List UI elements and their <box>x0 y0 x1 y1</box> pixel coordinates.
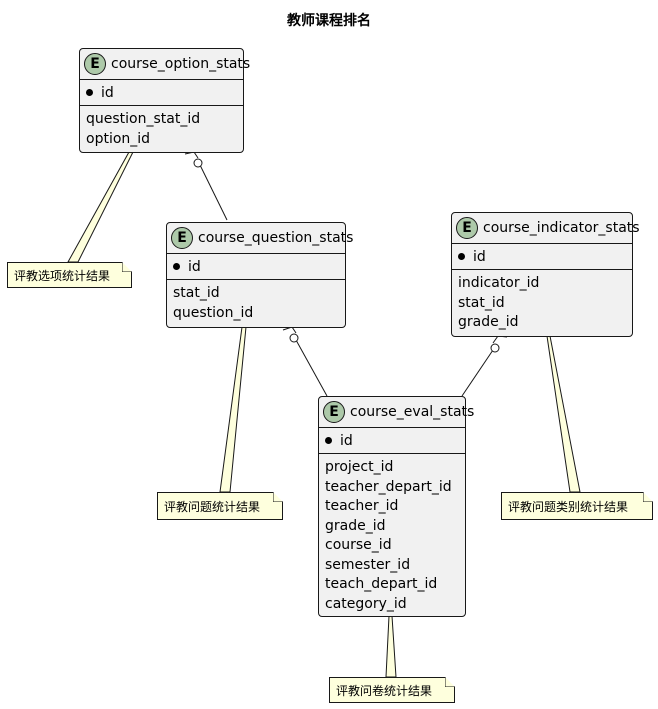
diagram-title: 教师课程排名 <box>287 13 371 29</box>
entity-field: semester_id <box>325 556 411 573</box>
key-bullet-icon <box>458 253 465 260</box>
pk-field: id <box>473 248 486 265</box>
entity-badge-icon: E <box>171 227 193 249</box>
entity-field: category_id <box>325 595 407 612</box>
note-fold-icon <box>273 492 283 502</box>
note-connector-eval <box>385 615 397 678</box>
key-bullet-icon <box>173 263 180 270</box>
pk-field: id <box>340 432 353 449</box>
key-bullet-icon <box>325 437 332 444</box>
relation-indicator-eval <box>461 349 494 397</box>
entity-field: teacher_depart_id <box>325 478 452 495</box>
relation-question-eval <box>295 339 328 397</box>
key-bullet-icon <box>86 89 93 96</box>
entity-field: stat_id <box>458 294 505 311</box>
entity-field: stat_id <box>173 285 220 301</box>
note-text: 评教选项统计结果 <box>14 268 111 283</box>
entity-field: option_id <box>86 130 151 147</box>
note-eval-stats: 评教问卷统计结果 <box>329 677 455 703</box>
entity-field: indicator_id <box>458 275 540 291</box>
entity-field: course_id <box>325 537 392 553</box>
note-connector-question <box>219 326 247 493</box>
note-option-stats: 评教选项统计结果 <box>7 262 132 288</box>
entity-field: question_stat_id <box>86 111 201 127</box>
entity-badge-icon: E <box>456 217 478 239</box>
note-text: 评教问卷统计结果 <box>336 683 433 698</box>
entity-field: teach_depart_id <box>325 576 438 592</box>
entity-name: course_indicator_stats <box>483 220 640 236</box>
entity-field: grade_id <box>458 314 519 330</box>
entity-field: question_id <box>173 304 254 321</box>
pk-field: id <box>188 258 201 275</box>
note-fold-icon <box>122 262 132 272</box>
entity-badge-icon: E <box>84 53 106 75</box>
entity-badge-icon: E <box>323 401 345 423</box>
note-fold-icon <box>445 677 455 687</box>
relation-option-question <box>199 164 228 221</box>
note-indicator-stats: 评教问题类别统计结果 <box>501 492 653 520</box>
note-text: 评教问题统计结果 <box>164 499 261 514</box>
entity-field: grade_id <box>325 517 386 534</box>
pk-field: id <box>101 84 114 101</box>
note-connector-indicator <box>546 335 581 493</box>
entity-field: project_id <box>325 459 394 475</box>
entity-field: teacher_id <box>325 498 399 514</box>
entity-name: course_question_stats <box>198 230 354 246</box>
entity-name: course_option_stats <box>111 56 251 72</box>
note-connector-option <box>67 151 134 263</box>
note-question-stats: 评教问题统计结果 <box>157 492 283 520</box>
note-fold-icon <box>643 492 653 502</box>
note-text: 评教问题类别统计结果 <box>508 499 629 514</box>
entity-name: course_eval_stats <box>350 404 475 420</box>
